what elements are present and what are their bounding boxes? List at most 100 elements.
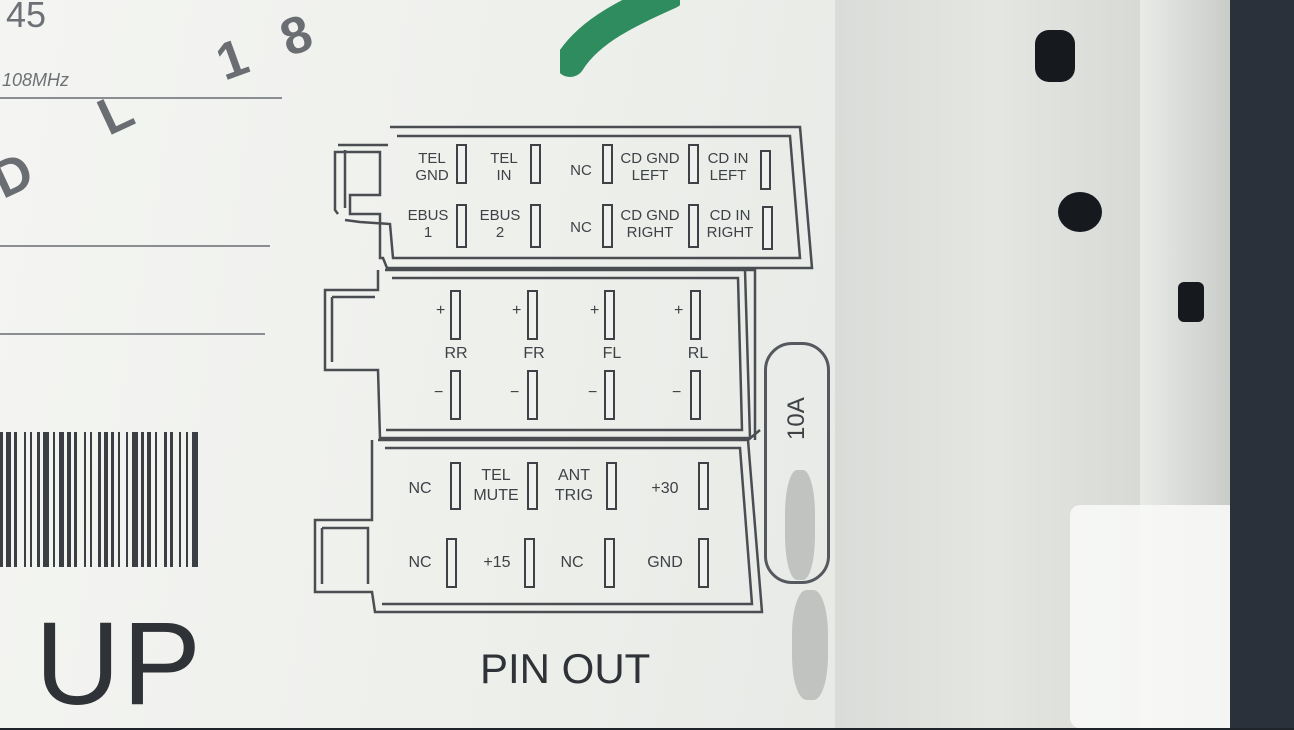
pin-slot xyxy=(527,290,538,340)
barcode-bar xyxy=(43,432,49,567)
pin-slot xyxy=(456,144,467,184)
pin-slot xyxy=(602,204,613,248)
barcode-bar xyxy=(170,432,173,567)
pin-slot xyxy=(604,538,615,588)
barcode-bar xyxy=(30,432,32,567)
barcode-bar xyxy=(84,432,86,567)
housing-hole-round xyxy=(1058,192,1102,232)
pin-slot xyxy=(606,462,617,510)
pin-slot xyxy=(698,462,709,510)
pin-slot xyxy=(527,462,538,510)
pin-slot xyxy=(527,370,538,420)
housing-slot xyxy=(1178,282,1204,322)
pin-slot xyxy=(450,462,461,510)
pin-nc-c1: NC xyxy=(408,480,432,497)
barcode-bar xyxy=(104,432,108,567)
barcode xyxy=(0,432,205,567)
barcode-bar xyxy=(14,432,17,567)
barcode-bar xyxy=(53,432,55,567)
barcode-bar xyxy=(155,432,157,567)
background-right xyxy=(1230,0,1294,728)
barcode-bar xyxy=(24,432,26,567)
barcode-bar xyxy=(192,432,198,567)
barcode-bar xyxy=(98,432,101,567)
label-rule-3 xyxy=(0,333,265,335)
green-marker-stroke xyxy=(560,0,680,77)
label-rule-2 xyxy=(0,245,270,247)
barcode-bar xyxy=(6,432,11,567)
pin-slot xyxy=(760,150,771,190)
pin-slot xyxy=(604,370,615,420)
pin-slot xyxy=(524,538,535,588)
pin-plus-15: +15 xyxy=(483,554,511,571)
pin-gnd: GND xyxy=(647,554,683,571)
pin-slot xyxy=(530,144,541,184)
frequency-text: 108MHz xyxy=(2,70,70,90)
barcode-bar xyxy=(179,432,181,567)
pin-slot xyxy=(690,290,701,340)
pin-slot xyxy=(690,370,701,420)
minus-sign: − xyxy=(588,384,598,401)
minus-sign: − xyxy=(434,384,444,401)
barcode-bar xyxy=(186,432,188,567)
pin-nc-c3: NC xyxy=(560,554,584,571)
barcode-bar xyxy=(164,432,167,567)
label-sticker xyxy=(0,0,890,728)
barcode-bar xyxy=(111,432,114,567)
plus-sign: + xyxy=(590,302,600,319)
pin-slot xyxy=(688,144,699,184)
paint-smudge xyxy=(792,590,828,700)
fuse-rating: 10A xyxy=(783,397,810,440)
barcode-bar xyxy=(132,432,138,567)
barcode-bar xyxy=(118,432,120,567)
plus-sign: + xyxy=(512,302,522,319)
paint-smudge xyxy=(785,470,815,580)
pin-nc-c2: NC xyxy=(408,554,432,571)
barcode-bar xyxy=(141,432,144,567)
minus-sign: − xyxy=(510,384,520,401)
speaker-rr: RR xyxy=(444,345,468,362)
top-number: 45 xyxy=(6,0,47,35)
plus-sign: + xyxy=(674,302,684,319)
pin-slot xyxy=(762,206,773,250)
barcode-bar xyxy=(67,432,71,567)
pin-slot xyxy=(446,538,457,588)
barcode-bar xyxy=(59,432,64,567)
minus-sign: − xyxy=(672,384,682,401)
pin-slot xyxy=(450,370,461,420)
barcode-bar xyxy=(90,432,92,567)
housing-hole-top xyxy=(1035,30,1075,82)
pin-slot xyxy=(698,538,709,588)
pin-slot xyxy=(688,204,699,248)
pin-nc-a1: NC xyxy=(570,162,592,179)
pin-nc-a2: NC xyxy=(570,219,592,236)
pin-slot xyxy=(530,204,541,248)
barcode-bar xyxy=(74,432,77,567)
pin-slot xyxy=(602,144,613,184)
big-label-text: UP xyxy=(35,598,203,730)
pin-slot xyxy=(456,204,467,248)
barcode-bar xyxy=(126,432,128,567)
speaker-fr: FR xyxy=(523,345,545,362)
barcode-bar xyxy=(37,432,40,567)
connector-outline xyxy=(313,125,814,614)
fuse-outline xyxy=(764,342,830,584)
speaker-rl: RL xyxy=(687,345,709,362)
plus-sign: + xyxy=(436,302,446,319)
speaker-fl: FL xyxy=(602,345,622,362)
barcode-bar xyxy=(0,432,3,567)
pin-out-title: PIN OUT xyxy=(480,645,651,692)
barcode-bar xyxy=(147,432,151,567)
pin-plus-30: +30 xyxy=(651,480,679,497)
